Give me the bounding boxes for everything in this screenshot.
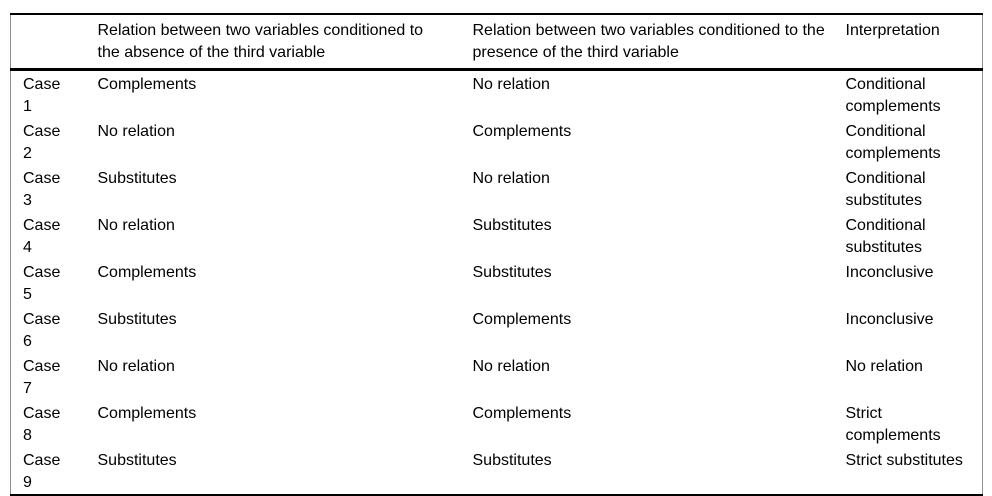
- interpretation-cell: Conditional complements: [846, 70, 983, 119]
- case-cell: Case 4: [11, 212, 98, 259]
- interpretation-cell: Conditional substitutes: [846, 165, 983, 212]
- absence-cell-text: No relation: [97, 358, 175, 375]
- table-row: Case 4 No relation Substitutes Conditional …: [11, 212, 983, 259]
- header-cell-case: [10, 14, 98, 71]
- header-interpretation-label: Interpretation: [845, 22, 940, 39]
- table-row: Case 8 Complements Complements Strict compl…: [11, 400, 983, 447]
- relation-table: Relation between two variables condition…: [10, 13, 983, 496]
- case-cell-text: Case 5: [23, 264, 61, 303]
- header-cell-absence: Relation between two variables condition…: [97, 14, 473, 71]
- interpretation-cell-text: Conditional complements: [845, 76, 941, 115]
- interpretation-cell: Conditional substitutes: [846, 212, 983, 259]
- absence-cell-text: Complements: [97, 405, 197, 422]
- absence-cell-text: Substitutes: [97, 170, 177, 187]
- header-presence-label: Relation between two variables condition…: [472, 22, 825, 61]
- absence-cell: No relation: [98, 353, 473, 400]
- absence-cell: Complements: [98, 259, 473, 306]
- interpretation-cell-text: No relation: [845, 358, 923, 375]
- absence-cell: No relation: [98, 118, 473, 165]
- presence-cell-text: Complements: [472, 311, 572, 328]
- presence-cell: Complements: [473, 400, 846, 447]
- table-row: Case 7 No relation No relation No relation: [11, 353, 983, 400]
- presence-cell: Complements: [473, 118, 846, 165]
- interpretation-cell-text: Conditional substitutes: [845, 170, 926, 209]
- table-row: Case 3 Substitutes No relation Conditional …: [11, 165, 983, 212]
- interpretation-cell: Inconclusive: [846, 259, 983, 306]
- presence-cell: Substitutes: [473, 212, 846, 259]
- interpretation-cell: Inconclusive: [846, 306, 983, 353]
- presence-cell-text: Substitutes: [472, 217, 552, 234]
- presence-cell-text: No relation: [472, 76, 550, 93]
- table-row: Case 2 No relation Complements Conditional …: [11, 118, 983, 165]
- absence-cell-text: Complements: [97, 264, 197, 281]
- presence-cell-text: Complements: [472, 405, 572, 422]
- absence-cell-text: Complements: [97, 76, 197, 93]
- table-row: Case 5 Complements Substitutes Inconclusive: [11, 259, 983, 306]
- absence-cell: Complements: [98, 400, 473, 447]
- header-cell-presence: Relation between two variables condition…: [472, 14, 846, 71]
- absence-cell-text: No relation: [97, 123, 175, 140]
- interpretation-cell-text: Strict substitutes: [845, 452, 963, 469]
- absence-cell: Complements: [98, 70, 473, 119]
- absence-cell: Substitutes: [98, 306, 473, 353]
- case-cell: Case 3: [11, 165, 98, 212]
- presence-cell: No relation: [473, 353, 846, 400]
- absence-cell: Substitutes: [98, 447, 473, 495]
- relation-table-container: Relation between two variables condition…: [10, 13, 983, 496]
- presence-cell: No relation: [473, 165, 846, 212]
- table-header: Relation between two variables condition…: [10, 14, 983, 71]
- case-cell: Case 1: [11, 70, 98, 119]
- case-cell: Case 6: [11, 306, 98, 353]
- case-cell: Case 9: [11, 447, 98, 495]
- table-row: Case 6 Substitutes Complements Inconclusive: [11, 306, 983, 353]
- case-cell-text: Case 4: [23, 217, 61, 256]
- header-absence-label: Relation between two variables condition…: [97, 22, 424, 61]
- interpretation-cell: No relation: [846, 353, 983, 400]
- presence-cell: Complements: [473, 306, 846, 353]
- interpretation-cell-text: Conditional substitutes: [845, 217, 926, 256]
- case-cell-text: Case 9: [23, 452, 61, 491]
- presence-cell: No relation: [473, 70, 846, 119]
- absence-cell: No relation: [98, 212, 473, 259]
- interpretation-cell-text: Inconclusive: [845, 311, 934, 328]
- absence-cell-text: Substitutes: [97, 311, 177, 328]
- header-row: Relation between two variables condition…: [10, 14, 983, 71]
- case-cell: Case 8: [11, 400, 98, 447]
- interpretation-cell-text: Strict complements: [845, 405, 941, 444]
- presence-cell: Substitutes: [473, 447, 846, 495]
- case-cell: Case 7: [11, 353, 98, 400]
- interpretation-cell-text: Conditional complements: [845, 123, 941, 162]
- case-cell-text: Case 8: [23, 405, 61, 444]
- interpretation-cell-text: Inconclusive: [845, 264, 934, 281]
- presence-cell-text: Substitutes: [472, 264, 552, 281]
- absence-cell-text: Substitutes: [97, 452, 177, 469]
- case-cell: Case 2: [11, 118, 98, 165]
- case-cell-text: Case 2: [23, 123, 61, 162]
- case-cell-text: Case 6: [23, 311, 61, 350]
- presence-cell-text: Complements: [472, 123, 572, 140]
- presence-cell: Substitutes: [473, 259, 846, 306]
- table-row: Case 9 Substitutes Substitutes Strict subst…: [11, 447, 983, 495]
- absence-cell-text: No relation: [97, 217, 175, 234]
- header-cell-interpretation: Interpretation: [845, 14, 983, 71]
- interpretation-cell: Strict substitutes: [846, 447, 983, 495]
- interpretation-cell: Conditional complements: [846, 118, 983, 165]
- table-row: Case 1 Complements No relation Conditional …: [11, 70, 983, 119]
- case-cell: Case 5: [11, 259, 98, 306]
- case-cell-text: Case 7: [23, 358, 61, 397]
- presence-cell-text: Substitutes: [472, 452, 552, 469]
- presence-cell-text: No relation: [472, 170, 550, 187]
- interpretation-cell: Strict complements: [846, 400, 983, 447]
- absence-cell: Substitutes: [98, 165, 473, 212]
- case-cell-text: Case 1: [23, 76, 61, 115]
- presence-cell-text: No relation: [472, 358, 550, 375]
- case-cell-text: Case 3: [23, 170, 61, 209]
